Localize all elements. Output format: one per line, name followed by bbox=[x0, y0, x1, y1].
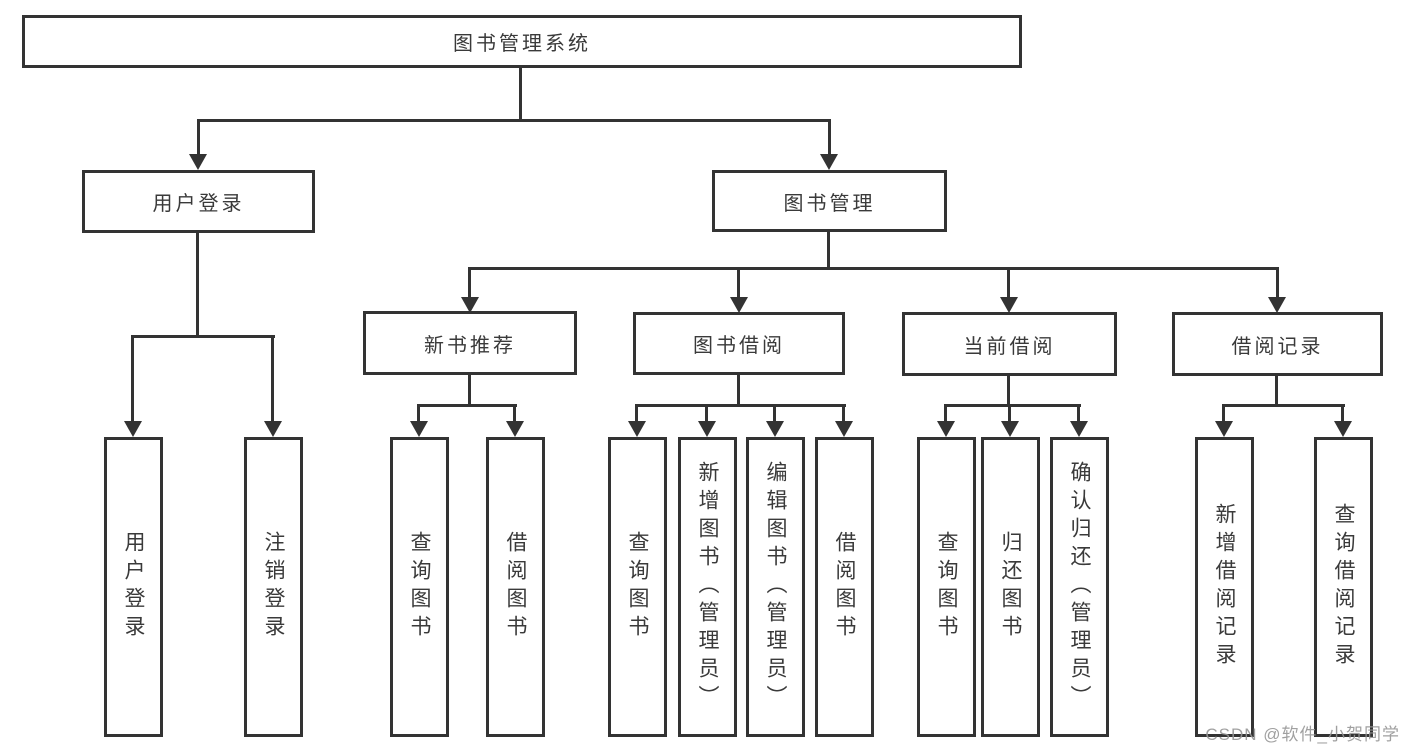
node-book-borrow: 图书借阅 bbox=[633, 312, 845, 375]
leaf-query-books-3-label: 查询图书 bbox=[935, 531, 958, 643]
leaf-add-borrow-record-label: 新增借阅记录 bbox=[1213, 503, 1236, 671]
connector-line bbox=[737, 267, 740, 300]
connector-line bbox=[828, 119, 831, 159]
leaf-confirm-return-admin-label: 确认归还（管理员） bbox=[1068, 461, 1091, 713]
connector-line bbox=[1007, 267, 1010, 300]
leaf-return-books: 归还图书 bbox=[981, 437, 1040, 737]
node-new-book-recommend: 新书推荐 bbox=[363, 311, 577, 375]
arrow-down-icon bbox=[766, 421, 784, 437]
arrow-down-icon bbox=[937, 421, 955, 437]
leaf-query-books-1: 查询图书 bbox=[390, 437, 449, 737]
connector-line bbox=[1222, 404, 1225, 423]
node-user-login: 用户登录 bbox=[82, 170, 315, 233]
node-current-borrow: 当前借阅 bbox=[902, 312, 1117, 376]
connector-line bbox=[1222, 404, 1345, 407]
connector-line bbox=[737, 375, 740, 406]
arrow-down-icon bbox=[730, 297, 748, 313]
leaf-return-books-label: 归还图书 bbox=[999, 531, 1022, 643]
arrow-down-icon bbox=[820, 154, 838, 170]
connector-line bbox=[131, 335, 134, 423]
leaf-query-books-3: 查询图书 bbox=[917, 437, 976, 737]
leaf-borrow-books-2: 借阅图书 bbox=[815, 437, 874, 737]
leaf-add-books-admin-label: 新增图书（管理员） bbox=[696, 461, 719, 713]
arrow-down-icon bbox=[124, 421, 142, 437]
leaf-query-books-2: 查询图书 bbox=[608, 437, 667, 737]
leaf-logout-label: 注销登录 bbox=[262, 531, 285, 643]
leaf-logout: 注销登录 bbox=[244, 437, 303, 737]
connector-line bbox=[417, 404, 420, 423]
leaf-add-borrow-record: 新增借阅记录 bbox=[1195, 437, 1254, 737]
node-root: 图书管理系统 bbox=[22, 15, 1022, 68]
connector-line bbox=[271, 335, 274, 423]
node-borrow-record-label: 借阅记录 bbox=[1231, 335, 1324, 358]
arrow-down-icon bbox=[1268, 297, 1286, 313]
connector-line bbox=[1007, 375, 1010, 406]
connector-line bbox=[196, 233, 199, 337]
arrow-down-icon bbox=[461, 297, 479, 313]
connector-line bbox=[1275, 375, 1278, 406]
connector-line bbox=[197, 119, 200, 159]
connector-line bbox=[468, 375, 471, 406]
connector-line bbox=[132, 335, 275, 338]
node-book-management: 图书管理 bbox=[712, 170, 947, 232]
connector-line bbox=[468, 267, 471, 300]
connector-line bbox=[1276, 267, 1279, 300]
leaf-borrow-books-1-label: 借阅图书 bbox=[504, 531, 527, 643]
connector-line bbox=[842, 404, 845, 423]
arrow-down-icon bbox=[698, 421, 716, 437]
connector-line bbox=[944, 404, 947, 423]
node-borrow-record: 借阅记录 bbox=[1172, 312, 1383, 376]
leaf-user-login: 用户登录 bbox=[104, 437, 163, 737]
arrow-down-icon bbox=[410, 421, 428, 437]
connector-line bbox=[417, 404, 517, 407]
node-book-management-label: 图书管理 bbox=[783, 192, 876, 215]
leaf-borrow-books-2-label: 借阅图书 bbox=[833, 531, 856, 643]
connector-line bbox=[1008, 404, 1011, 423]
connector-line bbox=[513, 404, 516, 423]
connector-line bbox=[635, 404, 638, 423]
node-new-book-recommend-label: 新书推荐 bbox=[424, 334, 516, 357]
connector-line bbox=[635, 404, 846, 407]
leaf-query-borrow-record-label: 查询借阅记录 bbox=[1332, 503, 1355, 671]
connector-line bbox=[1077, 404, 1080, 423]
connector-line bbox=[773, 404, 776, 423]
arrow-down-icon bbox=[1334, 421, 1352, 437]
node-root-label: 图书管理系统 bbox=[453, 33, 591, 55]
arrow-down-icon bbox=[189, 154, 207, 170]
connector-line bbox=[827, 232, 830, 269]
leaf-user-login-label: 用户登录 bbox=[122, 531, 145, 643]
leaf-borrow-books-1: 借阅图书 bbox=[486, 437, 545, 737]
arrow-down-icon bbox=[1001, 421, 1019, 437]
leaf-query-books-2-label: 查询图书 bbox=[626, 531, 649, 643]
connector-line bbox=[519, 68, 522, 119]
arrow-down-icon bbox=[1215, 421, 1233, 437]
arrow-down-icon bbox=[264, 421, 282, 437]
leaf-confirm-return-admin: 确认归还（管理员） bbox=[1050, 437, 1109, 737]
node-user-login-label: 用户登录 bbox=[152, 193, 245, 215]
arrow-down-icon bbox=[628, 421, 646, 437]
watermark: CSDN @软件_小贺同学 bbox=[1205, 725, 1400, 744]
connector-line bbox=[1341, 404, 1344, 423]
connector-line bbox=[944, 404, 1081, 407]
leaf-edit-books-admin: 编辑图书（管理员） bbox=[746, 437, 805, 737]
connector-line bbox=[705, 404, 708, 423]
node-book-borrow-label: 图书借阅 bbox=[693, 335, 785, 357]
leaf-edit-books-admin-label: 编辑图书（管理员） bbox=[764, 461, 787, 713]
connector-line bbox=[468, 267, 1279, 270]
leaf-query-borrow-record: 查询借阅记录 bbox=[1314, 437, 1373, 737]
leaf-add-books-admin: 新增图书（管理员） bbox=[678, 437, 737, 737]
arrow-down-icon bbox=[506, 421, 524, 437]
arrow-down-icon bbox=[1070, 421, 1088, 437]
node-current-borrow-label: 当前借阅 bbox=[963, 335, 1056, 358]
arrow-down-icon bbox=[1000, 297, 1018, 313]
arrow-down-icon bbox=[835, 421, 853, 437]
leaf-query-books-1-label: 查询图书 bbox=[408, 531, 431, 643]
connector-line bbox=[197, 119, 831, 122]
